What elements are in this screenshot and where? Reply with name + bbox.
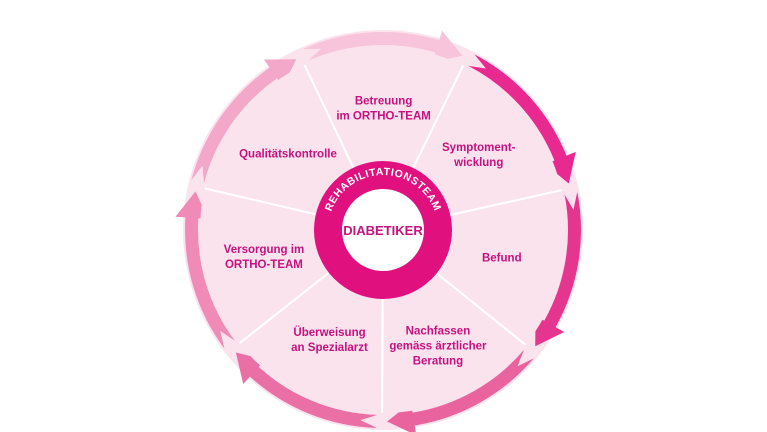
cycle-arrow bbox=[302, 30, 463, 63]
center-label: DIABETIKER bbox=[343, 223, 423, 238]
segment-divider bbox=[238, 271, 330, 345]
center-disc bbox=[342, 189, 424, 271]
center-hub: REHABILITATIONSTEAM DIABETIKER bbox=[314, 161, 452, 299]
segment-divider bbox=[412, 65, 465, 169]
segment-label: Qualitätskontrolle bbox=[239, 148, 337, 160]
segment-divider bbox=[204, 187, 317, 216]
cycle-arrow bbox=[191, 59, 297, 184]
segment-divider bbox=[450, 189, 562, 216]
cycle-arrow bbox=[387, 349, 534, 432]
cycle-arrow bbox=[235, 352, 378, 428]
segment-divider bbox=[303, 64, 355, 169]
segment-label: Symptoment-wicklung bbox=[442, 142, 516, 169]
segment-divider bbox=[381, 298, 384, 414]
cycle-arrow bbox=[468, 54, 576, 184]
cycle-arrow bbox=[535, 191, 581, 347]
segment-divider bbox=[436, 272, 527, 346]
cycle-arrow bbox=[175, 191, 235, 349]
segment-label: Befund bbox=[482, 253, 522, 265]
